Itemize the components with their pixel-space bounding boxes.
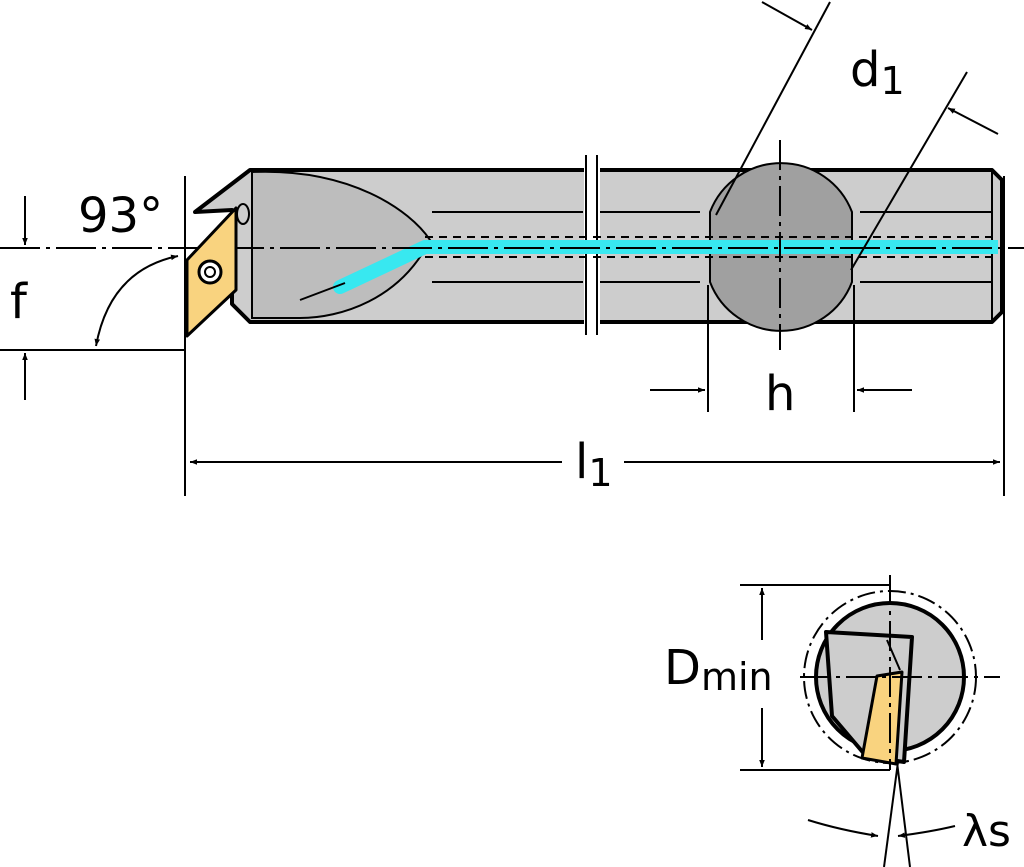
label-l1-sub: 1 bbox=[588, 451, 612, 495]
label-dmin-sub: min bbox=[701, 655, 773, 699]
center-lines bbox=[0, 140, 1024, 350]
end-view bbox=[800, 575, 1000, 770]
label-dmin: Dmin bbox=[664, 640, 773, 699]
dimension-lines bbox=[0, 1, 1005, 496]
label-h: h bbox=[765, 366, 795, 422]
inner-lines bbox=[432, 211, 992, 283]
insert bbox=[185, 203, 250, 338]
label-l1: l1 bbox=[575, 434, 613, 495]
lambda-s-dimension bbox=[807, 761, 956, 867]
label-d1-main: d bbox=[850, 42, 880, 98]
label-angle: 93° bbox=[78, 188, 163, 244]
label-d1: d1 bbox=[850, 42, 905, 103]
label-lambda-s: λs bbox=[962, 806, 1011, 857]
label-l1-main: l bbox=[575, 434, 588, 490]
coolant-channel bbox=[299, 236, 998, 301]
label-d1-sub: 1 bbox=[880, 59, 904, 103]
dmin-dimension bbox=[740, 584, 890, 771]
label-dmin-main: D bbox=[664, 640, 701, 696]
label-f: f bbox=[10, 274, 28, 330]
